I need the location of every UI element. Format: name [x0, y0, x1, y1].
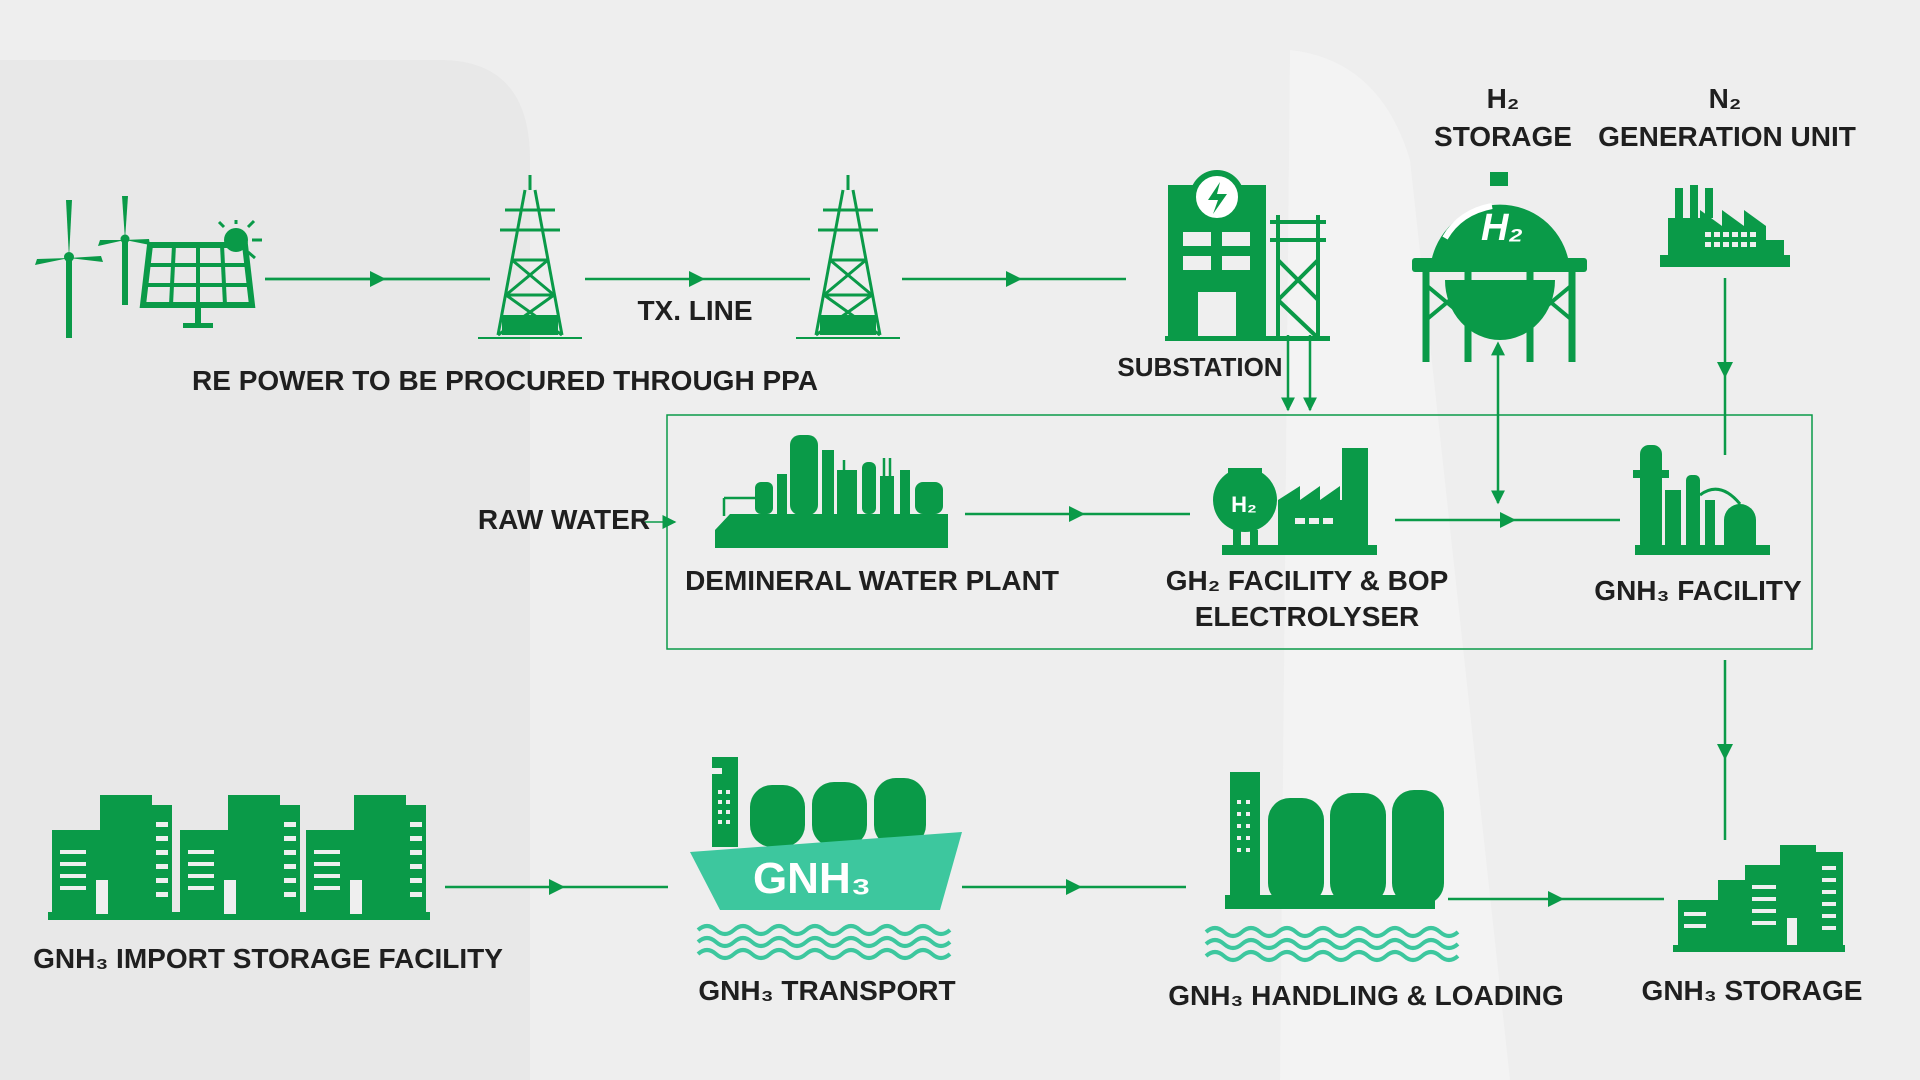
substation-label: SUBSTATION: [1117, 352, 1282, 382]
wind-turbine-icon: [35, 196, 150, 338]
re-power-label: RE POWER TO BE PROCURED THROUGH PPA: [192, 365, 818, 396]
h2-storage-sphere-icon: [1412, 172, 1587, 362]
gnh3-facility-label: GNH₃ FACILITY: [1594, 575, 1802, 606]
demineral-water-plant-icon: [715, 435, 948, 548]
n2-generation-label-line1: N₂: [1709, 83, 1742, 114]
gnh3-import-storage-label: GNH₃ IMPORT STORAGE FACILITY: [33, 943, 503, 974]
raw-water-label: RAW WATER: [478, 504, 650, 535]
electrolyser-facility-icon: [1213, 448, 1377, 555]
solar-panel-icon: [139, 219, 262, 328]
electrolyser-tank-label: H₂: [1231, 492, 1257, 517]
h2-storage-label-line1: H₂: [1487, 83, 1520, 114]
gh2-facility-label-line2: ELECTROLYSER: [1195, 601, 1420, 632]
gnh3-handling-label: GNH₃ HANDLING & LOADING: [1168, 980, 1564, 1011]
gnh3-storage-label: GNH₃ STORAGE: [1642, 975, 1863, 1006]
gh2-facility-label-line1: GH₂ FACILITY & BOP: [1166, 565, 1449, 596]
substation-icon: [1165, 170, 1330, 341]
gnh3-facility-icon: [1633, 445, 1770, 555]
demineral-water-plant-label: DEMINERAL WATER PLANT: [685, 565, 1059, 596]
n2-generation-label-line2: GENERATION UNIT: [1598, 121, 1856, 152]
handling-loading-icon: [1204, 772, 1460, 962]
h2-storage-label-line2: STORAGE: [1434, 121, 1572, 152]
gnh3-transport-label: GNH₃ TRANSPORT: [698, 975, 955, 1006]
transmission-tower-icon-2: [796, 175, 900, 339]
transmission-tower-icon-1: [478, 175, 582, 339]
n2-factory-icon: [1660, 185, 1790, 267]
tx-line-label: TX. LINE: [637, 295, 752, 326]
connectors: [265, 271, 1733, 907]
h2-sphere-label: H₂: [1481, 207, 1523, 249]
process-box: [666, 414, 1813, 650]
import-storage-facility-icon: [48, 795, 430, 920]
ship-hull-label: GNH₃: [753, 854, 871, 903]
gnh3-ship-icon: [690, 757, 962, 960]
gnh3-storage-icon: [1673, 845, 1845, 952]
